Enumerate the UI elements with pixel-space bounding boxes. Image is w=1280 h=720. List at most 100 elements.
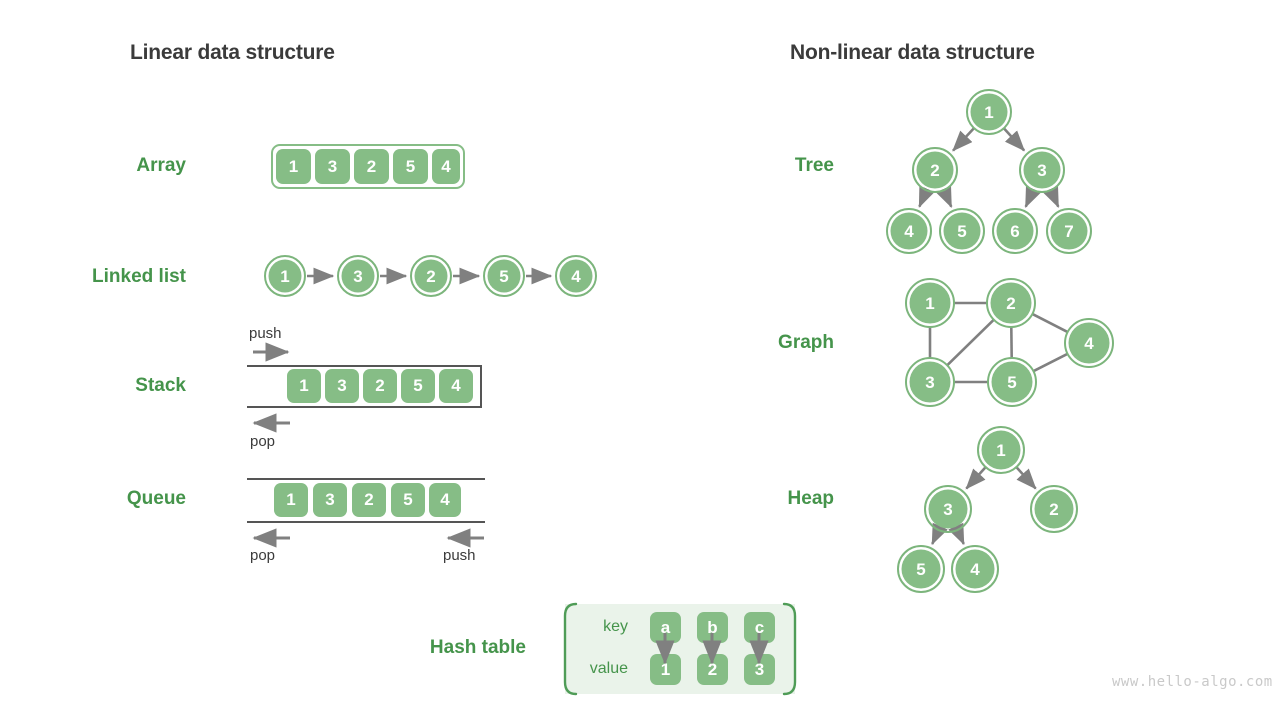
tree-edge (1024, 185, 1042, 208)
tree-label: Tree (794, 155, 834, 176)
node-value: 5 (916, 560, 925, 579)
stack-cell: 4 (439, 369, 473, 403)
node-value: 4 (1084, 334, 1094, 353)
array-label: Array (136, 155, 186, 176)
queue-label: Queue (126, 488, 186, 509)
stack-label: Stack (135, 375, 186, 396)
node-value: 2 (1006, 294, 1015, 313)
graph-edge (1032, 313, 1068, 333)
stack-cell: 3 (325, 369, 359, 403)
node-value: 1 (280, 267, 289, 286)
tree-node: 3 (1019, 147, 1065, 193)
node-value: 6 (1010, 222, 1019, 241)
stack-frame (247, 365, 482, 408)
graph-node: 4 (1064, 318, 1114, 368)
node-value: 1 (984, 103, 993, 122)
linked-list-node: 3 (337, 255, 379, 297)
array-cell: 5 (393, 149, 428, 184)
graph-node: 3 (905, 357, 955, 407)
node-value: 3 (943, 500, 952, 519)
queue-top-line (247, 478, 485, 480)
array-cell: 2 (354, 149, 389, 184)
linked-list-label: Linked list (92, 266, 186, 287)
array-frame (271, 144, 465, 189)
hash-value-cell: 2 (697, 654, 728, 685)
heap-edge (1015, 466, 1037, 490)
heap-node: 3 (924, 485, 972, 533)
node-value: 4 (904, 222, 914, 241)
heap-edge (965, 466, 987, 490)
node-value: 1 (925, 294, 934, 313)
graph-label: Graph (778, 332, 834, 353)
graph-node: 5 (987, 357, 1037, 407)
nonlinear-section-title: Non-linear data structure (790, 41, 1035, 64)
node-value: 5 (1007, 373, 1016, 392)
stack-cell: 1 (287, 369, 321, 403)
array-cell: 1 (276, 149, 311, 184)
heap-edge (931, 522, 948, 546)
heap-node: 1 (977, 426, 1025, 474)
hash-value-cell: 1 (650, 654, 681, 685)
tree-edge (918, 185, 935, 208)
heap-node: 4 (951, 545, 999, 593)
linked-list-node: 2 (410, 255, 452, 297)
queue-pop-label: pop (250, 547, 276, 564)
queue-cell: 3 (313, 483, 347, 517)
tree-edge (935, 185, 953, 208)
graph-edge (1033, 352, 1068, 373)
queue-cell: 4 (429, 483, 461, 517)
stack-push-label: push (249, 325, 282, 342)
heap-node: 5 (897, 545, 945, 593)
linear-section-title: Linear data structure (130, 41, 335, 64)
hash-value-cell: 3 (744, 654, 775, 685)
tree-node: 4 (886, 208, 932, 254)
queue-bottom-line (247, 521, 485, 523)
node-value: 2 (930, 161, 939, 180)
node-value: 3 (925, 373, 934, 392)
graph-node: 1 (905, 278, 955, 328)
queue-cell: 2 (352, 483, 386, 517)
graph-edge (946, 319, 995, 366)
heap-edge (948, 522, 965, 546)
stack-cell: 2 (363, 369, 397, 403)
stack-cell: 5 (401, 369, 435, 403)
node-value: 5 (499, 267, 508, 286)
queue-push-label: push (443, 547, 476, 564)
tree-node: 2 (912, 147, 958, 193)
array-cell: 4 (432, 149, 460, 184)
hash-key-cell: c (744, 612, 775, 643)
nodes-layer: 1 2 3 4 5 6 7 1 2 3 5 4 1 3 2 5 4 (886, 89, 1114, 593)
tree-node: 1 (966, 89, 1012, 135)
queue-cell: 1 (274, 483, 308, 517)
tree-edge (1003, 127, 1026, 152)
tree-node: 5 (939, 208, 985, 254)
linked-list-node: 1 (264, 255, 306, 297)
node-value: 1 (996, 441, 1005, 460)
array-cell: 3 (315, 149, 350, 184)
stack-pop-label: pop (250, 433, 276, 450)
tree-edge (952, 127, 975, 152)
linked-list-node: 4 (555, 255, 597, 297)
queue-cell: 5 (391, 483, 425, 517)
node-value: 7 (1064, 222, 1073, 241)
heap-label: Heap (787, 488, 834, 509)
tree-edge (1042, 185, 1060, 208)
hash-key-cell: b (697, 612, 728, 643)
node-value: 4 (571, 267, 581, 286)
linked-list-layer: 1 3 2 5 4 (264, 255, 597, 297)
tree-node: 7 (1046, 208, 1092, 254)
node-value: 3 (353, 267, 362, 286)
node-value: 2 (426, 267, 435, 286)
edges-layer (918, 127, 1068, 546)
watermark: www.hello-algo.com (1112, 674, 1273, 690)
hash-key-label: key (603, 618, 628, 635)
node-value: 5 (957, 222, 966, 241)
linked-list-node: 5 (483, 255, 525, 297)
node-value: 3 (1037, 161, 1046, 180)
heap-node: 2 (1030, 485, 1078, 533)
node-value: 2 (1049, 500, 1058, 519)
graph-node: 2 (986, 278, 1036, 328)
tree-node: 6 (992, 208, 1038, 254)
hash-key-cell: a (650, 612, 681, 643)
